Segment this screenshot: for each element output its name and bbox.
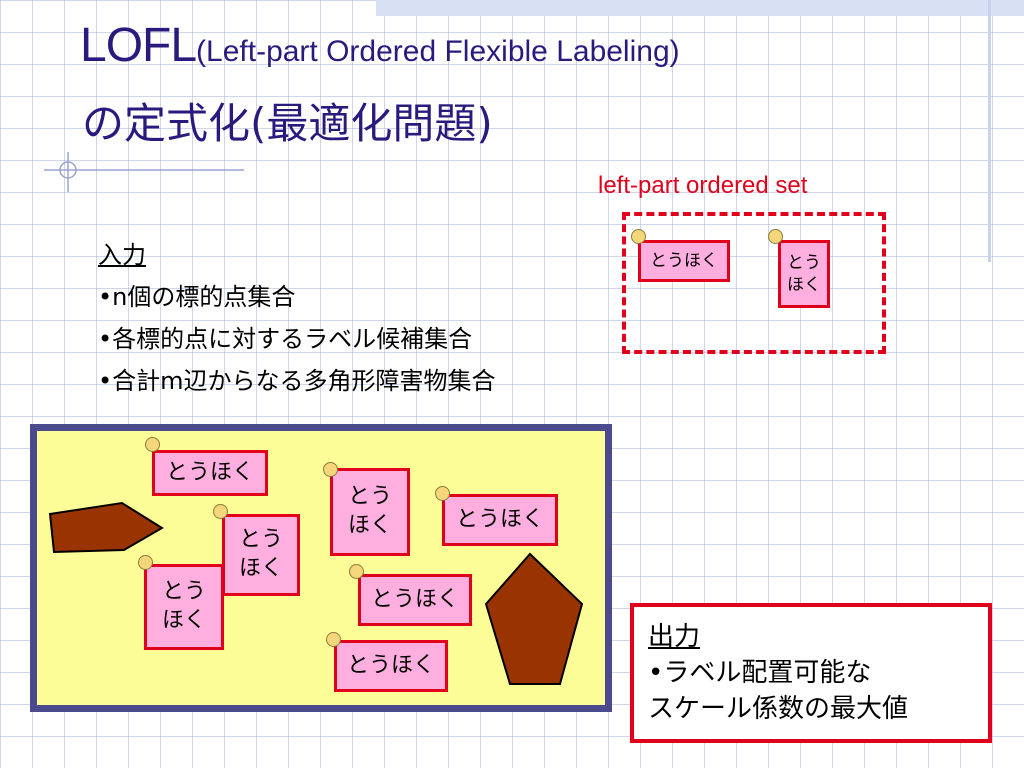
map-label-7: とうほく bbox=[334, 640, 448, 692]
crosshair-decoration bbox=[44, 152, 244, 192]
map-label-4: とう ほく bbox=[222, 514, 300, 596]
map-label-2: とう ほく bbox=[330, 468, 410, 556]
map-label-7-text: とうほく bbox=[346, 652, 435, 678]
map-label-6: とうほく bbox=[358, 574, 472, 626]
map-point-4 bbox=[213, 504, 228, 519]
title-subtitle: (Left-part Ordered Flexible Labeling) bbox=[196, 35, 680, 68]
ordered-set-box bbox=[622, 212, 886, 354]
output-section: 出力 •ラベル配置可能な スケール係数の最大値 bbox=[630, 603, 992, 743]
map-point-6 bbox=[349, 564, 364, 579]
output-line-2: スケール係数の最大値 bbox=[648, 694, 909, 724]
map-point-1 bbox=[145, 437, 160, 452]
map-label-5-bottom: ほく bbox=[161, 608, 206, 633]
map-label-6-text: とうほく bbox=[370, 586, 459, 612]
map-label-5-top: とう bbox=[161, 579, 206, 605]
obstacle-pentagon bbox=[484, 552, 584, 685]
input-section: 入力 •n個の標的点集合 •各標的点に対するラベル候補集合 •合計m辺からなる多… bbox=[98, 234, 496, 402]
map-label-2-bottom: ほく bbox=[347, 513, 392, 538]
example-label-vertical: とう ほく bbox=[778, 240, 830, 308]
map-point-5 bbox=[138, 555, 153, 570]
slide-title: LOFL(Left-part Ordered Flexible Labeling… bbox=[80, 18, 680, 73]
map-label-2-top: とう bbox=[347, 484, 392, 510]
map-point-7 bbox=[326, 632, 341, 647]
example-point-2 bbox=[768, 229, 783, 244]
title-line-2: の定式化(最適化問題) bbox=[82, 99, 493, 148]
map-label-1-text: とうほく bbox=[165, 459, 254, 485]
output-heading: 出力 bbox=[648, 622, 701, 652]
map-label-1: とうほく bbox=[152, 450, 268, 496]
map-label-3: とうほく bbox=[442, 494, 558, 546]
example-label-horizontal-text: とうほく bbox=[650, 250, 718, 271]
output-line-1: •ラベル配置可能な bbox=[648, 658, 872, 688]
map-label-5: とう ほく bbox=[144, 564, 224, 650]
map-label-4-top: とう bbox=[238, 527, 283, 553]
map-point-2 bbox=[323, 462, 338, 477]
input-item: •合計m辺からなる多角形障害物集合 bbox=[98, 367, 496, 395]
map-label-3-text: とうほく bbox=[455, 506, 544, 532]
example-point-1 bbox=[631, 229, 646, 244]
input-item: •各標的点に対するラベル候補集合 bbox=[98, 325, 473, 353]
example-label-vertical-bottom: ほく bbox=[787, 275, 821, 295]
example-label-vertical-top: とう bbox=[787, 252, 821, 273]
title-main: LOFL bbox=[80, 19, 197, 72]
input-item: •n個の標的点集合 bbox=[98, 283, 296, 311]
map-panel bbox=[30, 424, 612, 712]
obstacle-hexagon bbox=[48, 501, 164, 554]
example-label-horizontal: とうほく bbox=[638, 240, 730, 282]
left-part-ordered-set-caption: left-part ordered set bbox=[598, 172, 808, 199]
header-rule bbox=[988, 0, 991, 262]
header-band bbox=[376, 0, 1024, 16]
map-label-4-bottom: ほく bbox=[238, 556, 283, 581]
input-heading: 入力 bbox=[98, 241, 146, 269]
map-point-3 bbox=[435, 486, 450, 501]
